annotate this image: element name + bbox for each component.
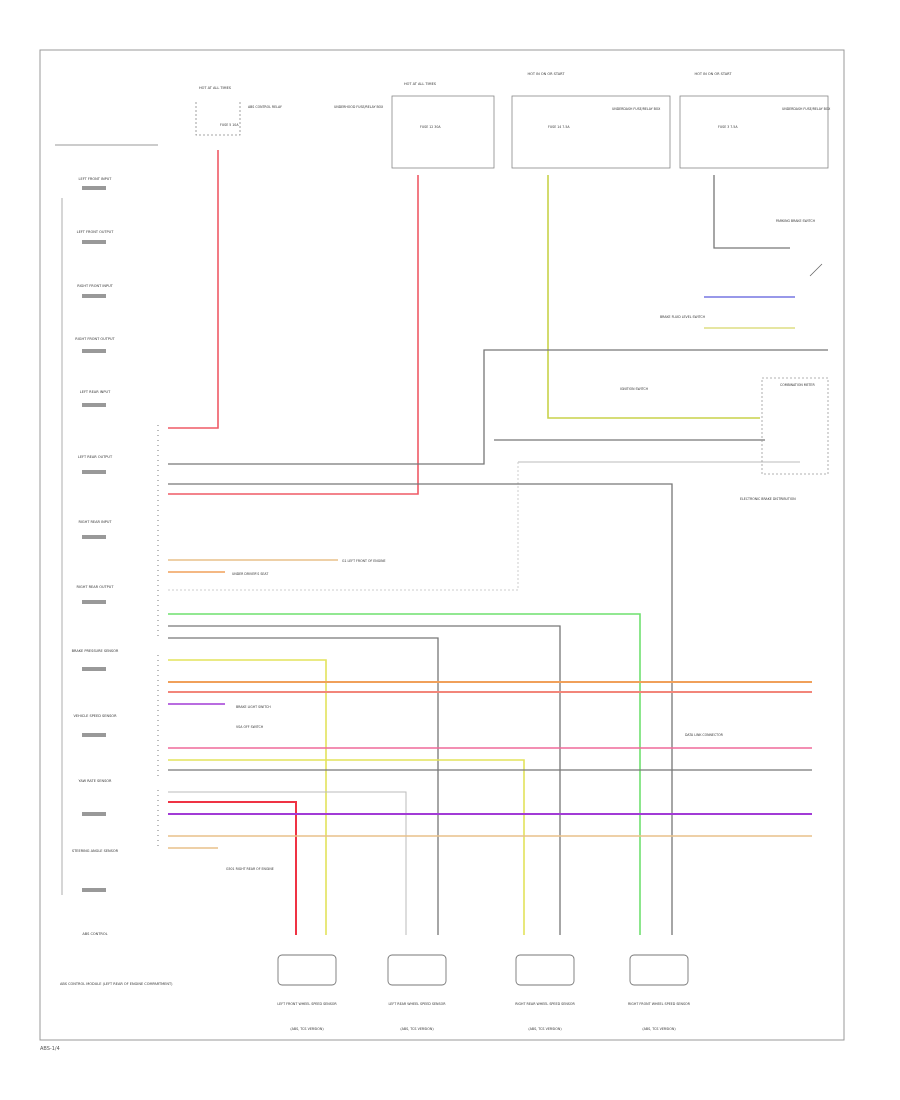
sensor-right-rear-note: (ABS, TCS VERSION) <box>528 1027 561 1031</box>
wire-gray-rr-sensor <box>168 625 561 935</box>
vsa-off-label: VSA OFF SWITCH <box>236 725 264 729</box>
diagram-frame <box>39 49 845 1041</box>
module-label-2: RIGHT FRONT INPUT <box>77 284 113 288</box>
wire-gray-upper <box>168 349 828 465</box>
sensor-left-rear-title: LEFT REAR WHEEL SPEED SENSOR <box>388 1002 446 1006</box>
brake-light-label: BRAKE LIGHT SWITCH <box>236 705 271 709</box>
sensor-left-front-title: LEFT FRONT WHEEL SPEED SENSOR <box>277 1002 337 1006</box>
fuse-block-1-fuse: FUSE 5 10A <box>220 123 239 127</box>
parking-brake-contact <box>809 263 823 277</box>
fuse-block-1-title: HOT AT ALL TIMES <box>199 86 232 90</box>
module-tag-3 <box>82 349 106 353</box>
module-tag-6 <box>82 535 106 539</box>
sensor-right-rear-body <box>515 954 575 986</box>
module-tag-11 <box>82 888 106 892</box>
fuse-block-2-title: HOT AT ALL TIMES <box>404 82 437 86</box>
wire-red-fuse1 <box>168 150 219 429</box>
module-label-8: BRAKE PRESSURE SENSOR <box>72 649 119 653</box>
module-label-6: RIGHT REAR INPUT <box>78 520 112 524</box>
electronic-brake-label: ELECTRONIC BRAKE DISTRIBUTION <box>740 497 796 501</box>
sensor-right-front-note: (ABS, TCS VERSION) <box>642 1027 675 1031</box>
wire-yellow-lf-sensor <box>168 659 327 935</box>
page-footer: ABS-1/4 <box>40 1046 60 1052</box>
parking-brake-switch: PARKING BRAKE SWITCH <box>776 219 823 277</box>
module-tag-5 <box>82 470 106 474</box>
fuse-block-2-frame <box>391 95 495 169</box>
wire-red-lf-sensor <box>168 801 297 935</box>
module-label-12: ABS CONTROL <box>82 932 107 936</box>
fuse-block-4-fuse: FUSE 3 7.5A <box>718 125 738 129</box>
wire-yellow-green-ignition <box>547 175 760 419</box>
module-tag-8 <box>82 667 106 671</box>
module-label-7: RIGHT REAR OUTPUT <box>77 585 115 589</box>
module-label-3: RIGHT FRONT OUTPUT <box>75 337 115 341</box>
fuse-block-1: HOT AT ALL TIMES FUSE 5 10A ABS CONTROL … <box>195 86 282 136</box>
sensor-right-front-body <box>629 954 689 986</box>
combination-meter-label: COMBINATION METER <box>780 383 815 387</box>
combination-meter: COMBINATION METER <box>761 377 829 475</box>
sensor-right-front-title: RIGHT FRONT WHEEL SPEED SENSOR <box>628 1002 691 1006</box>
module-tag-1 <box>82 240 106 244</box>
module-label-9: VEHICLE SPEED SENSOR <box>73 714 117 718</box>
fuse-block-1-note: ABS CONTROL RELAY <box>248 105 282 109</box>
fuse-block-3-title: HOT IN ON OR START <box>528 72 566 76</box>
fuse-block-3-fuse: FUSE 14 7.5A <box>548 125 570 129</box>
wire-yellow-rr-sensor <box>168 759 525 935</box>
wire-gray-right-rear <box>168 483 673 935</box>
control-module: LEFT FRONT INPUT LEFT FRONT OUTPUT RIGHT… <box>55 144 173 986</box>
fuse-block-4: HOT IN ON OR START FUSE 3 7.5A UNDERDASH… <box>679 72 831 169</box>
sensor-left-rear: LEFT REAR WHEEL SPEED SENSOR (ABS, TCS V… <box>387 954 447 1031</box>
fuse-block-2-fuse: FUSE 12 30A <box>420 125 441 129</box>
sensor-left-front: LEFT FRONT WHEEL SPEED SENSOR (ABS, TCS … <box>277 954 337 1031</box>
splice-label-2: UNDER DRIVER'S SEAT <box>232 572 268 576</box>
module-tag-4 <box>82 403 106 407</box>
fuse-block-3: HOT IN ON OR START FUSE 14 7.5A UNDERDAS… <box>511 72 671 169</box>
sensor-right-rear-title: RIGHT REAR WHEEL SPEED SENSOR <box>515 1002 575 1006</box>
module-label-11: STEERING ANGLE SENSOR <box>72 849 119 853</box>
module-label-1: LEFT FRONT OUTPUT <box>77 230 115 234</box>
splice-label-3: G501 RIGHT REAR OF ENGINE <box>226 867 274 871</box>
wires <box>168 150 828 935</box>
fuse-block-3-frame <box>511 95 671 169</box>
combination-meter-frame <box>761 377 829 475</box>
fuse-block-4-title: HOT IN ON OR START <box>695 72 733 76</box>
sensor-left-front-note: (ABS, TCS VERSION) <box>290 1027 323 1031</box>
fuse-block-2: HOT AT ALL TIMES FUSE 12 30A UNDERHOOD F… <box>334 82 495 169</box>
module-tag-10 <box>82 812 106 816</box>
wire-green <box>168 613 641 935</box>
wire-lightgray-lr <box>168 791 407 935</box>
splice-label-1: G1 LEFT FRONT OF ENGINE <box>342 559 386 563</box>
fuse-block-3-note: UNDERDASH FUSE/RELAY BOX <box>612 107 661 111</box>
wire-lightgray-drop <box>168 462 519 591</box>
parking-brake-label: PARKING BRAKE SWITCH <box>776 219 816 223</box>
module-tag-9 <box>82 733 106 737</box>
module-tag-7 <box>82 600 106 604</box>
ignition-label: IGNITION SWITCH <box>620 387 649 391</box>
module-label-0: LEFT FRONT INPUT <box>79 177 113 181</box>
module-label-5: LEFT REAR OUTPUT <box>78 455 113 459</box>
fuse-block-4-note: UNDERDASH FUSE/RELAY BOX <box>782 107 831 111</box>
wire-red-fuse2 <box>168 175 419 495</box>
sensor-right-rear: RIGHT REAR WHEEL SPEED SENSOR (ABS, TCS … <box>515 954 575 1031</box>
data-link-label: DATA LINK CONNECTOR <box>685 733 724 737</box>
brake-fluid-label: BRAKE FLUID LEVEL SWITCH <box>660 315 706 319</box>
sensor-right-front: RIGHT FRONT WHEEL SPEED SENSOR (ABS, TCS… <box>628 954 691 1031</box>
fuse-block-4-frame <box>679 95 829 169</box>
fuse-block-1-frame <box>195 102 241 136</box>
module-label-4: LEFT REAR INPUT <box>80 390 111 394</box>
sensor-left-rear-body <box>387 954 447 986</box>
module-tag-0 <box>82 186 106 190</box>
module-label-10: YAW RATE SENSOR <box>79 779 113 783</box>
sensor-left-front-body <box>277 954 337 986</box>
wire-gray-fuse4 <box>713 175 790 249</box>
control-module-label: ABS CONTROL MODULE (LEFT REAR OF ENGINE … <box>60 982 173 986</box>
sensor-left-rear-note: (ABS, TCS VERSION) <box>400 1027 433 1031</box>
fuse-block-2-note: UNDERHOOD FUSE/RELAY BOX <box>334 105 384 109</box>
module-tag-2 <box>82 294 106 298</box>
